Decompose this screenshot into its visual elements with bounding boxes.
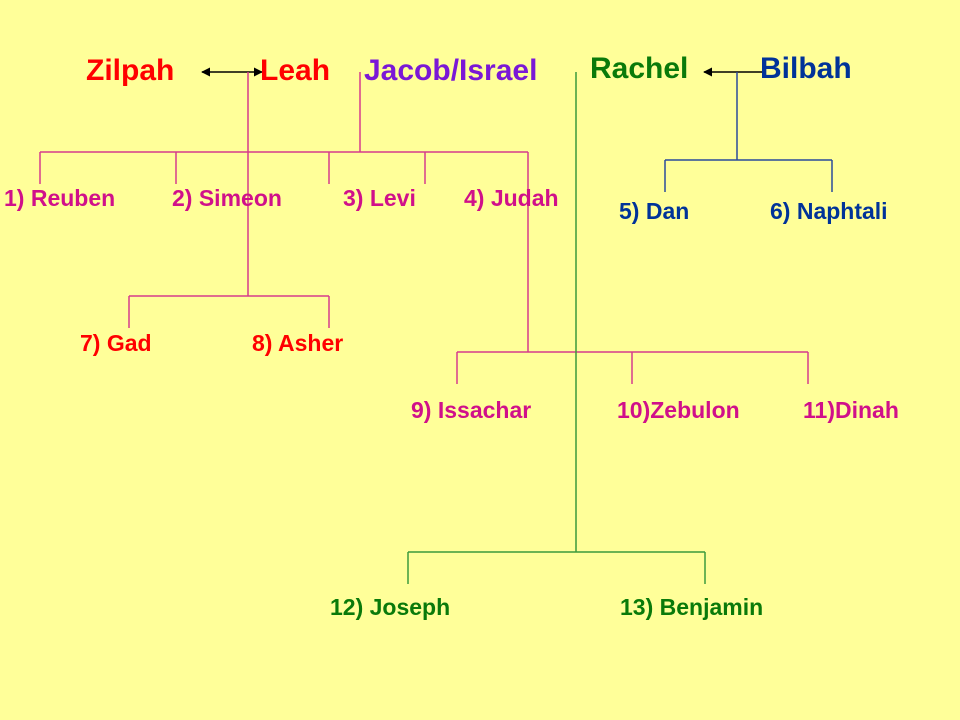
child-judah: 4) Judah xyxy=(464,185,559,211)
child-joseph: 12) Joseph xyxy=(330,594,451,620)
child-zebulon: 10)Zebulon xyxy=(617,397,740,423)
child-dinah: 11)Dinah xyxy=(803,397,899,423)
child-dan: 5) Dan xyxy=(619,198,690,224)
leah-label: Leah xyxy=(260,54,331,87)
child-gad: 7) Gad xyxy=(80,330,152,356)
rachel-branch xyxy=(407,72,706,584)
child-simeon: 2) Simeon xyxy=(172,185,282,211)
bilhah-label: Bilbah xyxy=(760,52,852,85)
child-reuben: 1) Reuben xyxy=(4,185,116,211)
child-benjamin: 13) Benjamin xyxy=(620,594,764,620)
leah-later-branch xyxy=(456,351,809,384)
child-naphtali: 6) Naphtali xyxy=(770,198,888,224)
jacob-israel-label: Jacob/Israel xyxy=(364,54,538,87)
zilpah-branch xyxy=(128,295,330,328)
child-levi: 3) Levi xyxy=(343,185,416,211)
rachel-label: Rachel xyxy=(590,52,689,85)
child-issachar: 9) Issachar xyxy=(411,397,532,423)
zilpah-label: Zilpah xyxy=(86,54,175,87)
leah-jacob-branch xyxy=(39,72,529,352)
child-asher: 8) Asher xyxy=(252,330,344,356)
bilhah-branch xyxy=(664,72,833,192)
